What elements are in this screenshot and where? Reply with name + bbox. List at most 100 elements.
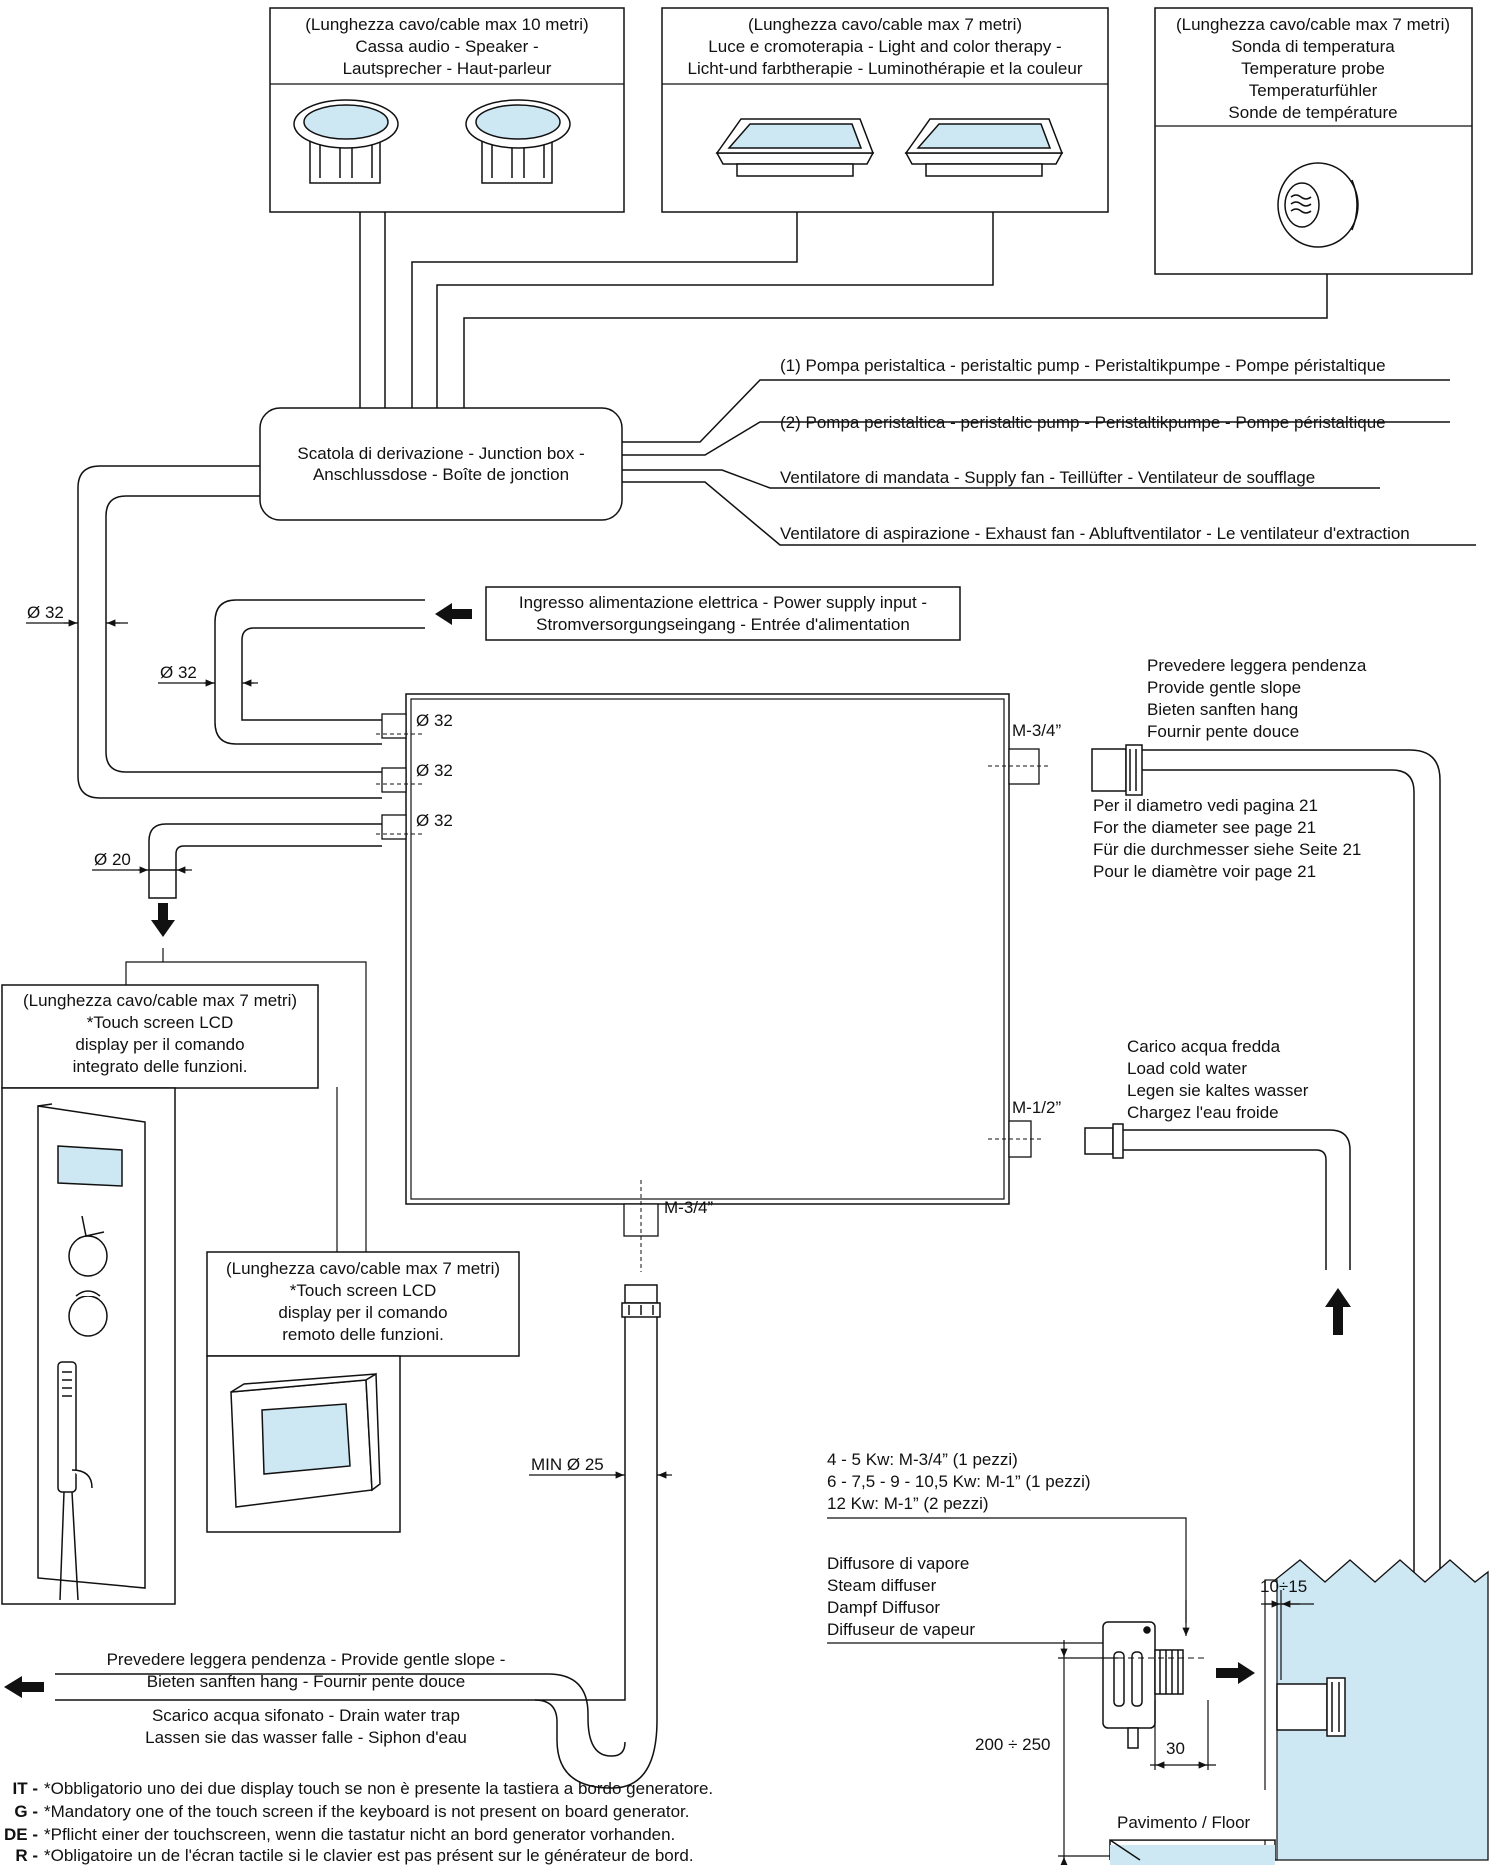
cold-water-line-1: Carico acqua fredda — [1127, 1037, 1281, 1056]
floor — [1109, 1839, 1276, 1865]
kw-line-3: 12 Kw: M-1” (2 pezzi) — [827, 1494, 989, 1513]
probe-cable-note: (Lunghezza cavo/cable max 7 metri) — [1176, 15, 1450, 34]
cold-water-line-3: Legen sie kaltes wasser — [1127, 1081, 1309, 1100]
dim-d20-label: Ø 20 — [94, 850, 131, 869]
touch-integrated-title-2: display per il comando — [75, 1035, 244, 1054]
touch-remote-title: *Touch screen LCD — [290, 1281, 436, 1300]
touch-integrated-title-3: integrato delle funzioni. — [73, 1057, 248, 1076]
light-panel-icon — [715, 118, 875, 177]
touch-integrated-cable: (Lunghezza cavo/cable max 7 metri) — [23, 991, 297, 1010]
probe-title-2: Temperature probe — [1241, 59, 1385, 78]
dim-d32-port2: Ø 32 — [416, 761, 453, 780]
power-input-title-2: Stromversorgungseingang - Entrée d'alime… — [536, 615, 910, 634]
speaker-cable-note: (Lunghezza cavo/cable max 10 metri) — [305, 15, 588, 34]
cable-lines — [359, 212, 1328, 408]
dim-10-15-label: 10÷15 — [1260, 1577, 1307, 1596]
steam-diffuser-icon — [1102, 1621, 1184, 1749]
floor-label-bg — [1110, 1790, 1275, 1840]
junction-title: Scatola di derivazione - Junction box - — [297, 444, 584, 463]
down-arrow-icon — [151, 903, 175, 937]
cold-water-line-2: Load cold water — [1127, 1059, 1247, 1078]
speaker-icon — [465, 99, 571, 184]
wall-outlet — [1276, 1677, 1346, 1737]
cold-water-line-4: Chargez l'eau froide — [1127, 1103, 1279, 1122]
footnote-g: *Mandatory one of the touch screen if th… — [44, 1802, 689, 1821]
dim-d32-outer-label: Ø 32 — [27, 603, 64, 622]
up-arrow-icon — [1325, 1288, 1351, 1335]
diameter-note-line-3: Für die durchmesser siehe Seite 21 — [1093, 840, 1361, 859]
slope-right-line-1: Prevedere leggera pendenza — [1147, 656, 1367, 675]
junction-title-2: Anschlussdose - Boîte de jonction — [313, 465, 569, 484]
dim-drain-outlet: M-3/4” — [664, 1198, 713, 1217]
power-conduit — [214, 599, 425, 745]
diffuser-line-4: Diffuseur de vapeur — [827, 1620, 975, 1639]
probe-box: (Lunghezza cavo/cable max 7 metri) Sonda… — [1154, 7, 1473, 275]
drain-pipe — [55, 1284, 661, 1789]
touch-remote-cable: (Lunghezza cavo/cable max 7 metri) — [226, 1259, 500, 1278]
footnote-code-r: R - — [15, 1846, 38, 1865]
slope-right-line-4: Fournir pente douce — [1147, 722, 1299, 741]
output-supply-fan: Ventilatore di mandata - Supply fan - Te… — [780, 468, 1315, 487]
dim-d32-port1: Ø 32 — [416, 711, 453, 730]
footnote-code-de: DE - — [4, 1825, 38, 1844]
dim-200-250-label: 200 ÷ 250 — [975, 1735, 1051, 1754]
power-input-box: Ingresso alimentazione elettrica - Power… — [485, 586, 961, 641]
light-cable-note: (Lunghezza cavo/cable max 7 metri) — [748, 15, 1022, 34]
output-exhaust-fan: Ventilatore di aspirazione - Exhaust fan… — [780, 524, 1410, 543]
slope-bottom-line-2: Bieten sanften hang - Fournir pente douc… — [147, 1672, 466, 1691]
remote-display-icon — [230, 1372, 381, 1508]
touch-remote-title-2: display per il comando — [278, 1303, 447, 1322]
dim-min25-label: MIN Ø 25 — [531, 1455, 604, 1474]
power-input-arrow-icon — [435, 603, 472, 625]
display-cable — [148, 823, 382, 899]
touch-remote-title-3: remoto delle funzioni. — [282, 1325, 444, 1344]
diffuser-line-3: Dampf Diffusor — [827, 1598, 940, 1617]
diameter-note-line-4: Pour le diamètre voir page 21 — [1093, 862, 1316, 881]
display-branch — [125, 948, 367, 1252]
light-title: Luce e cromoterapia - Light and color th… — [708, 37, 1061, 56]
right-arrow-icon — [1216, 1662, 1255, 1684]
diameter-note-line-1: Per il diametro vedi pagina 21 — [1093, 796, 1318, 815]
water-line — [1084, 1123, 1351, 1270]
power-input-title: Ingresso alimentazione elettrica - Power… — [519, 593, 927, 612]
footnote-code-it: IT - — [13, 1779, 39, 1798]
kw-leader — [827, 1517, 1187, 1623]
dim-water-inlet: M-1/2” — [1012, 1098, 1061, 1117]
dim-d32-inner-label: Ø 32 — [160, 663, 197, 682]
touch-integrated-title: *Touch screen LCD — [87, 1013, 233, 1032]
dim-30 — [1150, 1700, 1216, 1770]
dim-d32-port3: Ø 32 — [416, 811, 453, 830]
steam-generator — [376, 693, 1050, 1272]
floor-label: Pavimento / Floor — [1117, 1813, 1251, 1832]
touch-remote-box: (Lunghezza cavo/cable max 7 metri) *Touc… — [206, 1251, 520, 1533]
light-box: (Lunghezza cavo/cable max 7 metri) Luce … — [661, 7, 1109, 213]
output-pump-1: (1) Pompa peristaltica - peristaltic pum… — [780, 356, 1386, 375]
light-title-2: Licht-und farbtherapie - Luminothérapie … — [687, 59, 1082, 78]
speaker-title: Cassa audio - Speaker - — [355, 37, 538, 56]
touch-integrated-box: (Lunghezza cavo/cable max 7 metri) *Touc… — [1, 984, 319, 1605]
footnotes: IT - *Obbligatorio uno dei due display t… — [4, 1779, 713, 1865]
speaker-title-2: Lautsprecher - Haut-parleur — [343, 59, 552, 78]
speaker-box: (Lunghezza cavo/cable max 10 metri) Cass… — [269, 7, 625, 213]
footnote-r: *Obligatoire un de l'écran tactile si le… — [44, 1846, 694, 1865]
output-pump-2: (2) Pompa peristaltica - peristaltic pum… — [780, 413, 1386, 432]
junction-conduit — [77, 465, 382, 799]
drain-line-1: Scarico acqua sifonato - Drain water tra… — [152, 1706, 460, 1725]
dim-30-label: 30 — [1166, 1739, 1185, 1758]
light-panel-icon — [904, 118, 1064, 177]
slope-right-line-3: Bieten sanften hang — [1147, 700, 1298, 719]
slope-right-line-2: Provide gentle slope — [1147, 678, 1301, 697]
footnote-it: *Obbligatorio uno dei due display touch … — [44, 1779, 713, 1798]
diffuser-line-2: Steam diffuser — [827, 1576, 937, 1595]
footnote-de: *Pflicht einer der touchscreen, wenn die… — [44, 1825, 675, 1844]
junction-output-lines — [622, 379, 1476, 546]
dim-10-15 — [1261, 1590, 1314, 1680]
slope-bottom-line-1: Prevedere leggera pendenza - Provide gen… — [107, 1650, 506, 1669]
speaker-icon — [293, 99, 399, 184]
diffuser-line-1: Diffusore di vapore — [827, 1554, 969, 1573]
probe-title: Sonda di temperatura — [1231, 37, 1395, 56]
junction-box: Scatola di derivazione - Junction box - … — [259, 407, 623, 521]
dim-steam-outlet: M-3/4” — [1012, 721, 1061, 740]
